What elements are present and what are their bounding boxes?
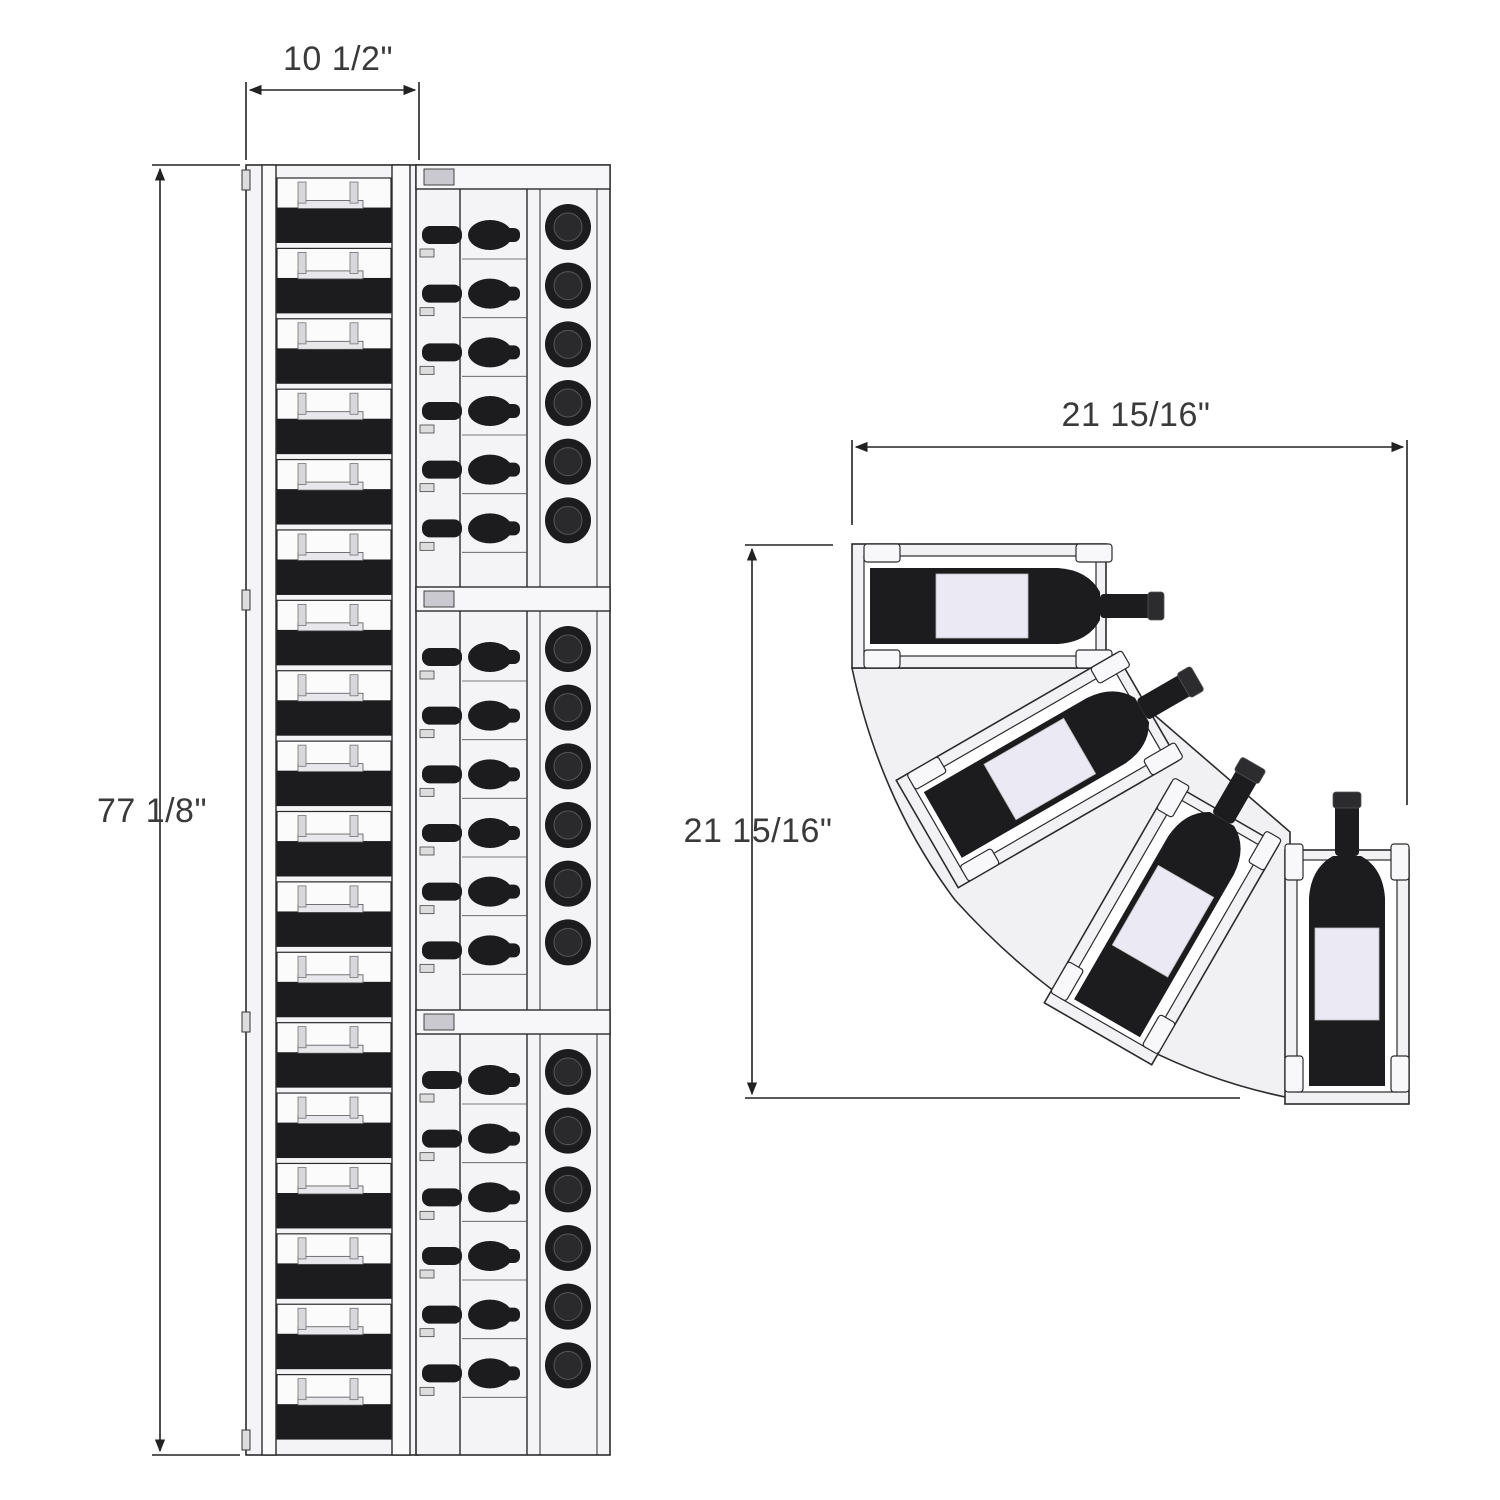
bottle-row (419, 204, 591, 260)
side-slot (276, 1374, 392, 1440)
bottle-row (419, 438, 591, 495)
top-width-label: 21 15/16" (1062, 396, 1211, 434)
bottle-row (419, 743, 591, 799)
side-slot (276, 177, 392, 243)
side-slot (276, 1303, 392, 1370)
side-slot (276, 458, 392, 525)
bottle-row (419, 1283, 591, 1340)
bottle-row (419, 1107, 591, 1164)
top-depth-dimension: 21 15/16" (684, 544, 1240, 1099)
bottle-row (419, 321, 591, 377)
wine-rack-front-view (241, 164, 611, 1456)
bottle-row (419, 626, 591, 682)
side-slot (276, 951, 392, 1018)
side-slot (276, 810, 392, 877)
bottle-row (419, 860, 591, 917)
bottle-row (419, 262, 591, 319)
side-slot (276, 1233, 392, 1299)
bottle-row (419, 919, 591, 975)
side-slot (276, 529, 392, 595)
front-bottle-rows (415, 164, 611, 1398)
bottle-row (419, 684, 591, 741)
side-slot (276, 670, 392, 736)
bottle-row (419, 1225, 591, 1281)
top-width-dimension: 21 15/16" (851, 396, 1408, 805)
section-header (415, 1009, 611, 1035)
bottle-row (419, 1342, 591, 1398)
bottle-row (419, 1166, 591, 1222)
side-slot (276, 881, 392, 947)
front-width-dimension: 10 1/2" (245, 40, 420, 160)
side-slot (276, 318, 392, 384)
bottle-row (419, 497, 591, 553)
side-slot (276, 388, 392, 455)
front-height-label: 77 1/8" (97, 792, 207, 830)
side-slot (276, 1162, 392, 1229)
bottle-row (419, 802, 591, 858)
wine-rack-top-view (851, 543, 1410, 1105)
section-header (415, 586, 611, 612)
top-view-bottle-tray (851, 543, 1165, 669)
side-bottle-slots (276, 177, 392, 1440)
section-header (415, 164, 611, 190)
side-slot (276, 247, 392, 314)
side-slot (276, 1022, 392, 1088)
top-view-bottle-tray (1284, 791, 1410, 1105)
side-slot (276, 599, 392, 666)
front-height-dimension: 77 1/8" (97, 164, 240, 1456)
bottle-row (419, 1049, 591, 1105)
side-slot (276, 1092, 392, 1159)
side-slot (276, 740, 392, 807)
front-width-label: 10 1/2" (283, 40, 393, 78)
top-depth-label: 21 15/16" (684, 812, 833, 850)
top-view-bottle-tray (895, 650, 1204, 889)
bottle-row (419, 380, 591, 436)
top-view-bottle-tray (1043, 757, 1282, 1066)
